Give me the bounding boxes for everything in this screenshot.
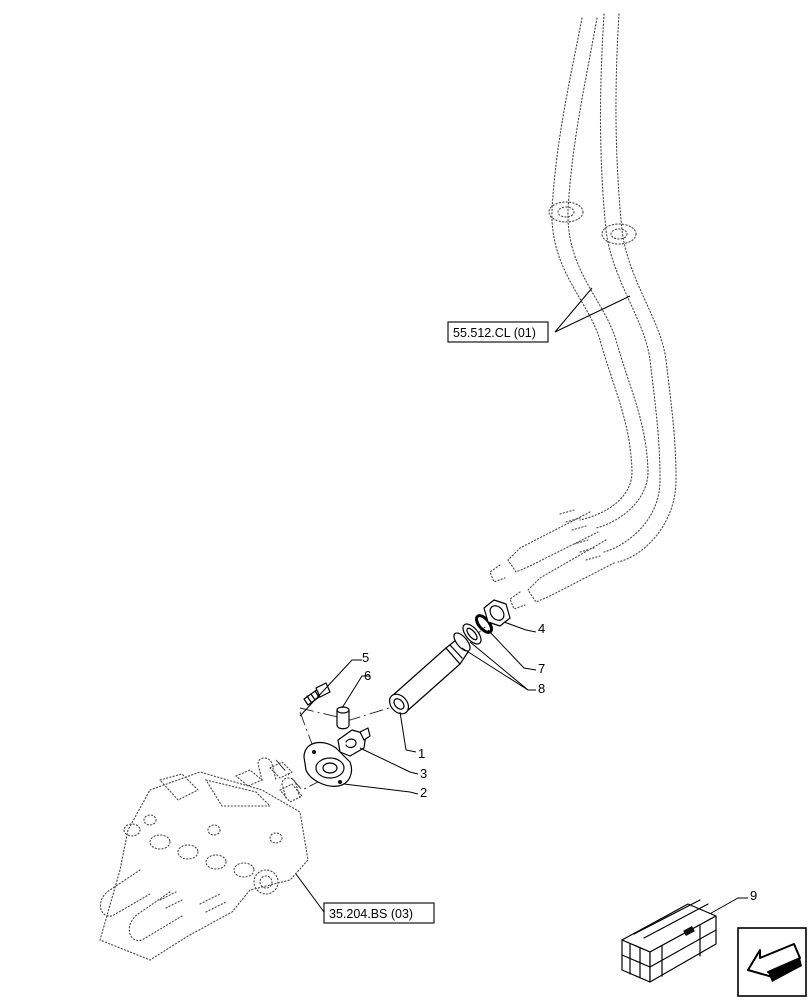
clevis-part-3 [337, 727, 371, 757]
reference-valve[interactable]: 35.204.BS (03) [323, 902, 435, 924]
tube-part-1 [388, 639, 469, 715]
seal-parts-8 [453, 623, 482, 652]
callout-3[interactable]: 3 [420, 766, 427, 781]
callout-2[interactable]: 2 [420, 785, 427, 800]
callout-1[interactable]: 1 [418, 746, 425, 761]
svg-text:55.512.CL (01): 55.512.CL (01) [453, 326, 536, 340]
callout-6[interactable]: 6 [364, 668, 371, 683]
pin-part-6 [336, 706, 350, 730]
callout-4[interactable]: 4 [538, 621, 545, 636]
nut-part-4 [483, 599, 511, 627]
screw-part-5 [303, 682, 331, 706]
svg-text:35.204.BS (03): 35.204.BS (03) [329, 907, 413, 921]
callout-5[interactable]: 5 [362, 650, 369, 665]
callout-7[interactable]: 7 [538, 661, 545, 676]
callout-9[interactable]: 9 [750, 888, 757, 903]
flange-part-2 [303, 741, 353, 787]
control-valve [99, 757, 309, 961]
parts-kit-crate-icon [621, 899, 717, 983]
reference-hoses[interactable]: 55.512.CL (01) [447, 321, 549, 343]
previous-page-arrow-icon[interactable] [737, 927, 807, 997]
hydraulic-hoses [489, 13, 677, 610]
callout-8[interactable]: 8 [538, 681, 545, 696]
